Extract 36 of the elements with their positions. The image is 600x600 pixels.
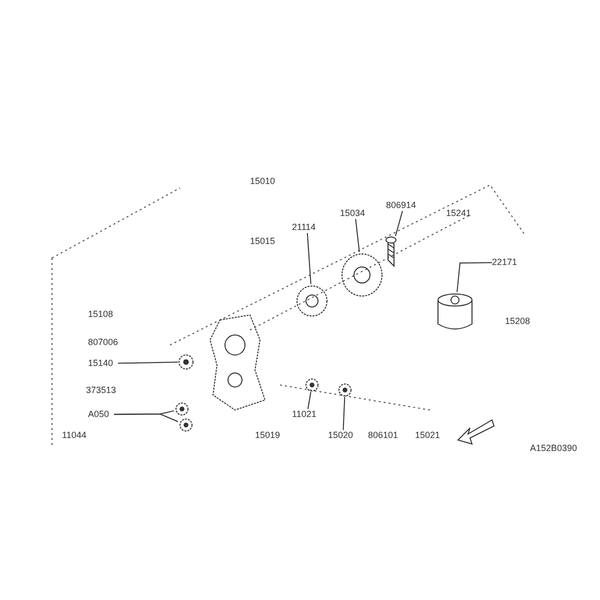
figure-code: A152B0390 [530,443,578,454]
bolt-icon [174,402,190,416]
part-number: A050 [88,409,110,420]
part-number: 806101 [368,430,398,441]
part-number: 11044 [62,430,86,441]
part-number: 15108 [88,309,114,320]
leader-line [306,232,312,284]
part-number: 15241 [446,208,472,219]
part-number: 15034 [340,208,366,219]
rotor-drawing [340,252,384,298]
part-number: 15019 [255,430,280,441]
leader-line [342,396,346,430]
part-number: 15140 [88,358,114,369]
part-number: 21114 [292,222,316,233]
oil-filter-drawing [436,292,474,332]
leader-line [114,414,178,422]
leader-line [394,210,403,236]
gear-drawing [296,284,328,318]
bolt-icon [178,418,194,432]
leader-line [307,392,312,410]
leader-line [118,362,178,364]
part-number: 15208 [505,316,530,327]
part-number: 15021 [415,430,440,441]
part-number: 15015 [250,236,276,247]
part-number: 11021 [292,409,316,420]
bolt-icon [178,354,194,370]
part-number: 806914 [386,200,416,211]
pipe-joint-icon [337,383,353,397]
part-number: 807006 [88,337,118,348]
pipe-joint-icon [304,378,320,392]
leader-line [456,262,492,292]
part-number: 15020 [328,430,354,441]
part-number: 373513 [86,385,116,396]
leader-line [355,218,360,252]
part-number: 22171 [492,257,518,268]
part-number: 15010 [250,176,276,187]
